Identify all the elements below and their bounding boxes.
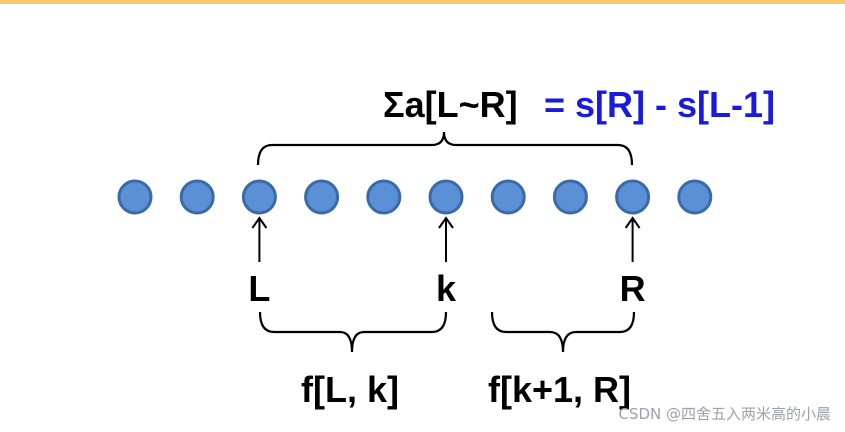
array-node [552,179,588,215]
array-node [241,179,277,215]
top-accent-bar [0,0,845,4]
top-brace [256,131,634,166]
pointer-arrow [438,216,454,262]
array-node [428,179,464,215]
array-node [677,179,713,215]
right-range-brace [490,311,636,353]
node-row [117,179,713,215]
pointer-arrow [251,216,268,262]
pointer-label: L [248,268,270,309]
array-node [304,179,340,215]
pointer-label: R [620,268,646,309]
pointer-arrow [624,216,641,262]
array-node [179,179,215,215]
pointer-label: k [436,268,457,309]
array-node [490,179,526,215]
left-range-brace [258,311,448,353]
array-node [117,179,153,215]
watermark: CSDN @四舍五入两米高的小晨 [618,405,831,423]
formula-sum: Σa[L~R] [383,84,518,125]
left-range-label: f[L, k] [301,369,399,410]
formula-prefix-difference: = s[R] - s[L-1] [544,84,775,125]
right-range-label: f[k+1, R] [488,369,631,410]
array-node [615,179,651,215]
array-node [366,179,402,215]
